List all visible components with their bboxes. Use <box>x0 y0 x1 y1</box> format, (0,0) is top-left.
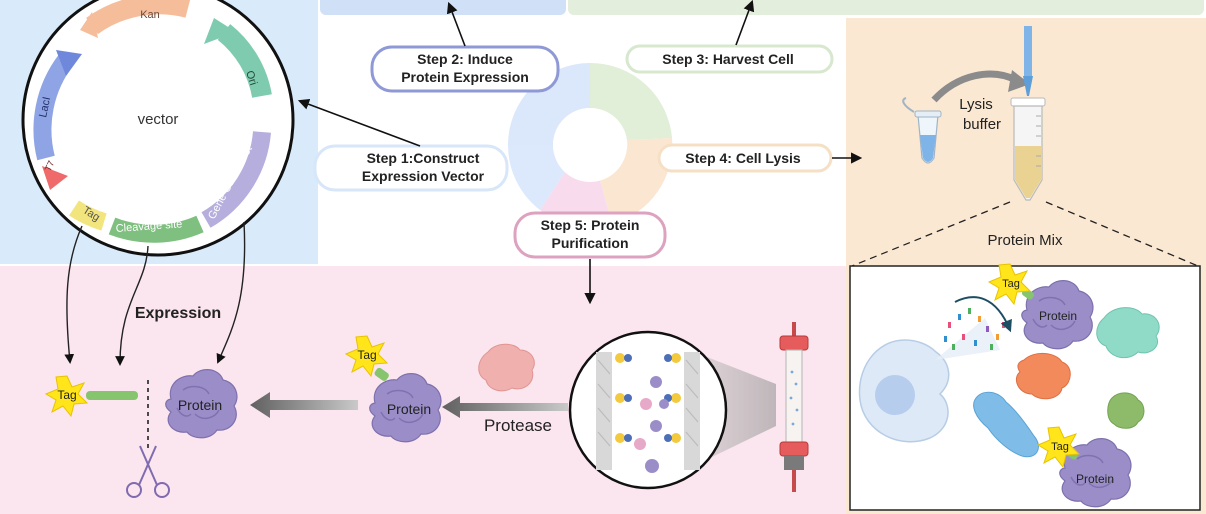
plasmid-map: vector Kan Ori LacI T7 Tag Cleavage site… <box>21 0 295 257</box>
lysis-buffer-line1: Lysis <box>959 96 993 113</box>
step-5: Step 5: Protein Purification <box>513 211 667 259</box>
step-3: Step 3: Harvest Cell <box>625 44 834 74</box>
step-2-line2: Protein Expression <box>401 69 529 85</box>
step-4-line1: Step 4: Cell Lysis <box>685 150 801 166</box>
pipette-icon <box>1023 26 1033 96</box>
step-1: Step 1:Construct Expression Vector <box>313 144 509 192</box>
column-icon <box>779 322 809 492</box>
step-2: Step 2: Induce Protein Expression <box>370 45 560 93</box>
protease-label: Protease <box>484 416 552 435</box>
mix-protein-teal <box>1096 307 1160 359</box>
step-5-line1: Step 5: Protein <box>541 217 640 233</box>
arrow-step3-up <box>735 0 755 46</box>
mix-protein-bottom-label: Protein <box>1076 472 1114 486</box>
donut-seg-5 <box>508 145 565 210</box>
arrow-cleave <box>250 392 358 418</box>
tube-icon <box>1010 97 1046 201</box>
mix-tag-bottom-label: Tag <box>1051 441 1069 453</box>
mix-protein-green <box>1107 392 1145 429</box>
left-protein-label: Protein <box>178 397 222 413</box>
donut-seg-3 <box>600 138 673 224</box>
tag-segment <box>69 200 107 231</box>
arrow-step2-up <box>446 1 466 47</box>
scissors-icon <box>126 445 170 498</box>
mix-protein-top-label: Protein <box>1039 309 1077 323</box>
ori-label: Ori <box>243 69 259 87</box>
left-tag-label: Tag <box>57 388 76 402</box>
step-1-line1: Step 1:Construct <box>367 150 480 166</box>
expression-label: Expression <box>135 305 221 322</box>
cleavage-label: Cleavage site <box>115 218 182 235</box>
mix-tag-top-label: Tag <box>1002 278 1020 290</box>
lysis-buffer-line2: buffer <box>963 116 1001 133</box>
eppendorf-icon <box>902 97 942 164</box>
donut-seg-1 <box>508 63 590 145</box>
t7-label: T7 <box>43 159 57 173</box>
lysis-arrow <box>931 70 1018 103</box>
vector-label: vector <box>138 111 179 128</box>
arrow-goi-to-protein <box>216 221 246 364</box>
protein-mix-label: Protein Mix <box>987 232 1063 249</box>
lacl-segment <box>33 54 74 161</box>
kan-segment <box>86 0 191 35</box>
mix-protein-blue <box>973 391 1039 458</box>
arrow-step1-to-vector <box>297 98 421 147</box>
arrow-protease <box>442 396 568 418</box>
lysis-illustration: Lysis buffer Protein Mix <box>851 26 1199 267</box>
donut-seg-2 <box>590 62 672 141</box>
step-2-line1: Step 2: Induce <box>417 51 513 67</box>
step-5-line2: Purification <box>551 235 628 251</box>
top-green-bar <box>568 0 1204 15</box>
mix-protein-orange <box>1016 353 1071 400</box>
ori-segment <box>217 24 272 99</box>
linker-bar <box>86 391 138 400</box>
step-4: Step 4: Cell Lysis <box>657 143 833 173</box>
arrow-cleavage-to-cleaved <box>115 245 149 366</box>
step-3-line1: Step 3: Harvest Cell <box>662 51 794 67</box>
goi-segment <box>201 131 271 228</box>
callout-left <box>851 201 1011 267</box>
protease-icon <box>478 343 535 392</box>
arrow-tag-to-cleaved <box>64 225 83 364</box>
lacl-label: LacI <box>37 96 53 119</box>
cleavage-segment <box>108 215 204 243</box>
step-donut <box>508 62 673 228</box>
kan-label: Kan <box>140 9 160 21</box>
mix-arrow <box>954 296 1012 333</box>
mid-protein-label: Protein <box>387 401 431 417</box>
t7-marker <box>42 166 68 190</box>
callout-right <box>1045 201 1199 267</box>
top-blue-bar <box>320 0 566 15</box>
step-1-line2: Expression Vector <box>362 168 485 184</box>
cell-icon <box>858 339 950 443</box>
protein-mix-box: Protein Tag Protein Tag <box>849 263 1201 511</box>
lysis-spray <box>935 318 1000 360</box>
mid-tag-label: Tag <box>357 348 376 362</box>
column-magnifier <box>568 330 728 490</box>
